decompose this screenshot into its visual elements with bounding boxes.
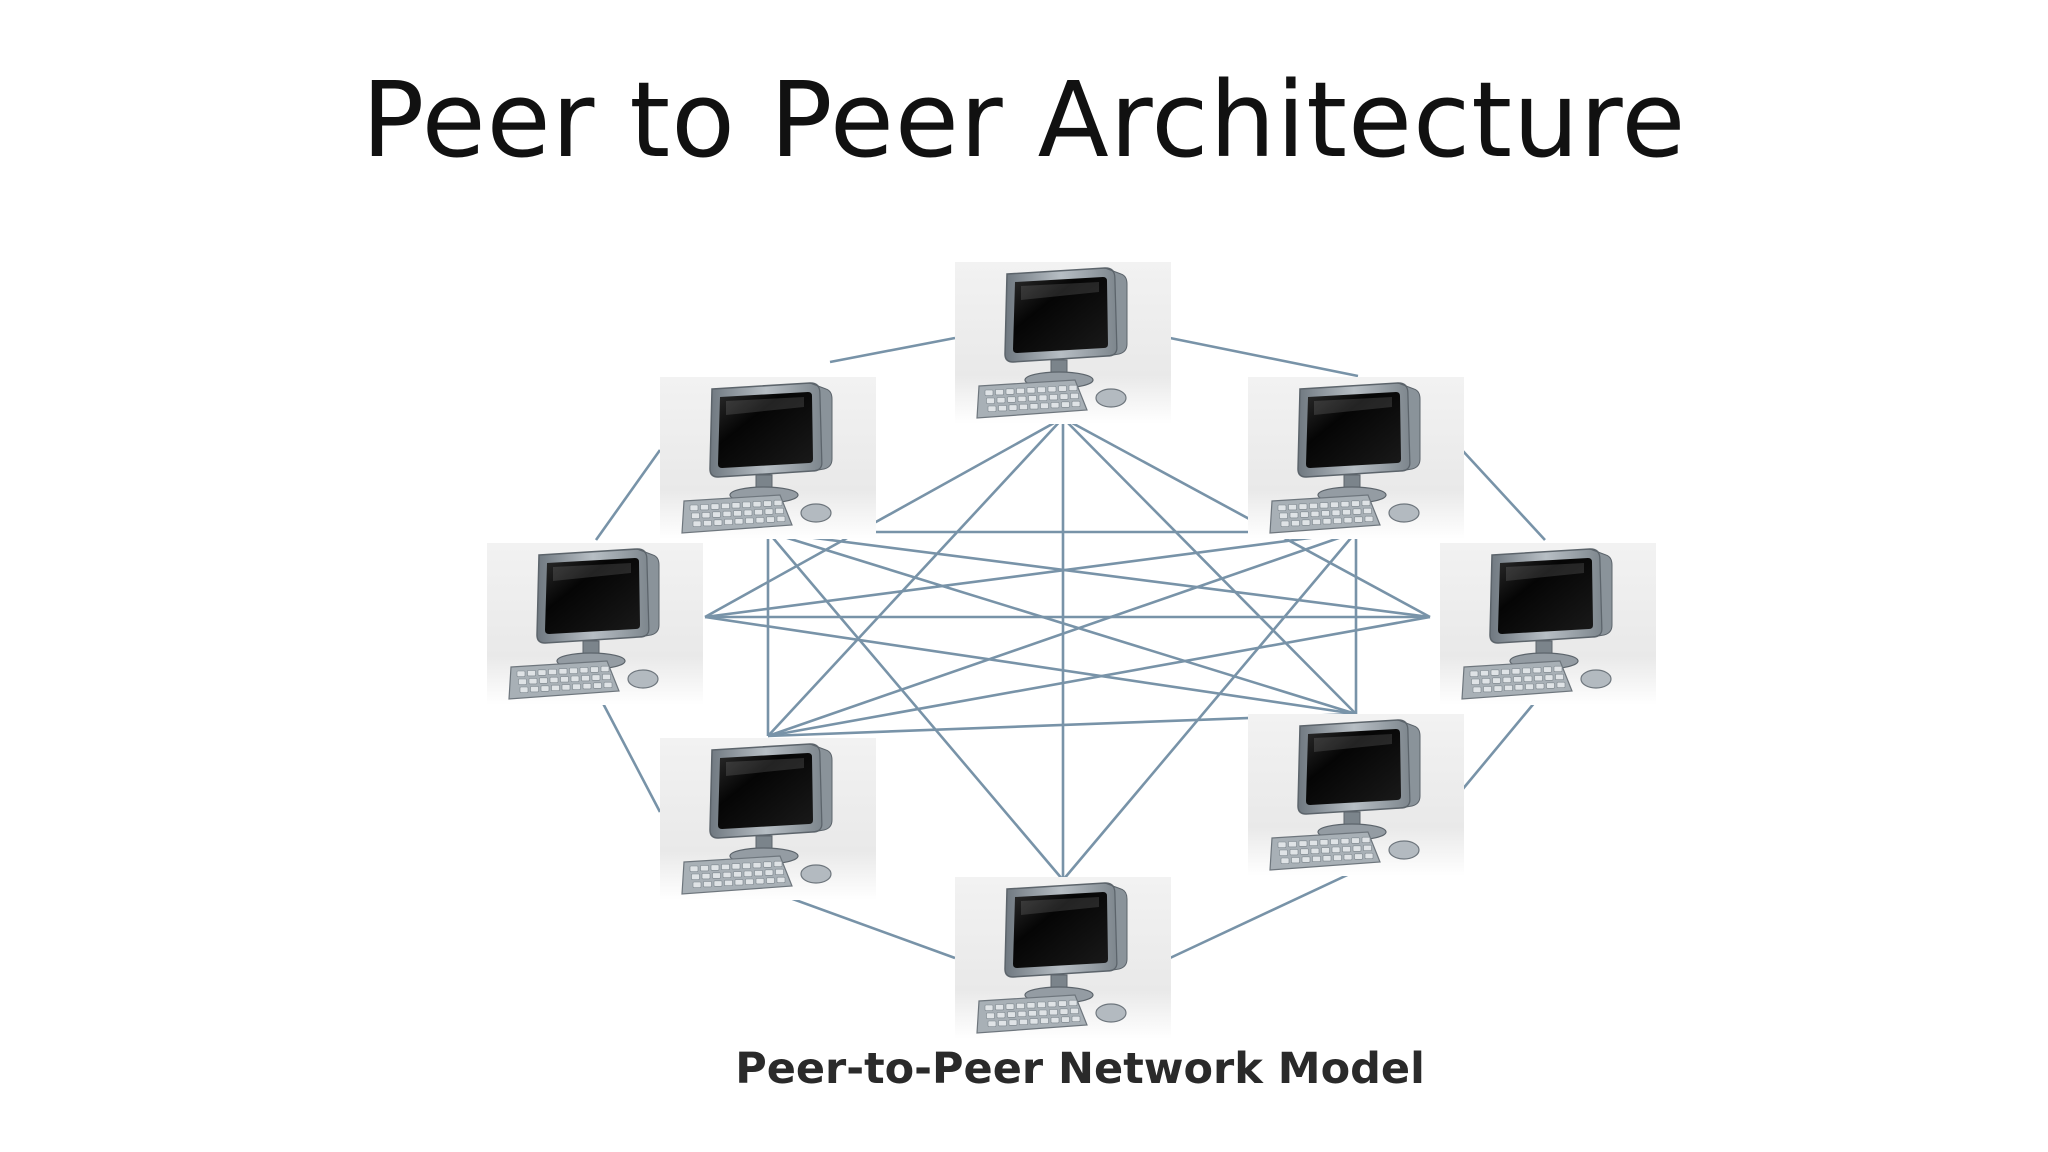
link-upper-left-to-left bbox=[594, 449, 662, 541]
peer-lower-right bbox=[1248, 714, 1464, 876]
computer-icon bbox=[681, 382, 833, 534]
mouse bbox=[800, 503, 832, 523]
slide-title: Peer to Peer Architecture bbox=[361, 59, 1687, 181]
mouse bbox=[1095, 1003, 1127, 1023]
link-left-to-lower-left bbox=[594, 689, 662, 813]
computer-icon bbox=[1461, 548, 1613, 700]
peer-top bbox=[955, 262, 1171, 424]
peer-upper-right bbox=[1248, 377, 1464, 539]
keyboard bbox=[681, 855, 793, 895]
mouse bbox=[800, 864, 832, 884]
link-top-to-upper-left bbox=[829, 336, 956, 364]
link-upper-left-to-lower-right bbox=[767, 530, 1357, 716]
keyboard bbox=[1269, 831, 1381, 871]
mouse bbox=[1388, 503, 1420, 523]
link-top-to-left bbox=[704, 416, 1064, 619]
peer-bottom bbox=[955, 877, 1171, 1039]
link-upper-left-to-bottom bbox=[767, 531, 1064, 881]
link-upper-right-to-right bbox=[1461, 449, 1546, 541]
link-right-to-lower-left bbox=[767, 615, 1431, 738]
keyboard bbox=[976, 994, 1088, 1034]
link-upper-right-to-bottom bbox=[1062, 531, 1357, 881]
keyboard bbox=[1461, 660, 1573, 700]
link-top-to-upper-right bbox=[1169, 336, 1359, 378]
link-upper-right-to-lower-left bbox=[767, 530, 1357, 738]
link-upper-right-to-left bbox=[704, 530, 1357, 619]
keyboard bbox=[1269, 494, 1381, 534]
link-lower-right-to-bottom bbox=[1169, 868, 1359, 960]
diagram-caption: Peer-to-Peer Network Model bbox=[735, 1044, 1425, 1094]
link-top-to-right bbox=[1062, 416, 1431, 619]
link-right-to-lower-right bbox=[1460, 689, 1547, 791]
link-top-to-lower-right bbox=[1062, 417, 1357, 715]
computer-icon bbox=[1269, 719, 1421, 871]
keyboard bbox=[976, 379, 1088, 419]
computer-icon bbox=[508, 548, 660, 700]
computer-icon bbox=[976, 267, 1128, 419]
mouse bbox=[627, 669, 659, 689]
computer-icon bbox=[1269, 382, 1421, 534]
keyboard bbox=[681, 494, 793, 534]
mouse bbox=[1095, 388, 1127, 408]
peer-lower-left bbox=[660, 738, 876, 900]
peer-left bbox=[487, 543, 703, 705]
computer-icon bbox=[681, 743, 833, 895]
mouse bbox=[1580, 669, 1612, 689]
computer-icon bbox=[976, 882, 1128, 1034]
mouse bbox=[1388, 840, 1420, 860]
peer-upper-left bbox=[660, 377, 876, 539]
keyboard bbox=[508, 660, 620, 700]
network-peers bbox=[487, 262, 1656, 1039]
link-lower-left-to-bottom bbox=[767, 888, 956, 960]
link-left-to-lower-right bbox=[704, 615, 1357, 716]
link-upper-left-to-right bbox=[767, 530, 1431, 619]
peer-right bbox=[1440, 543, 1656, 705]
